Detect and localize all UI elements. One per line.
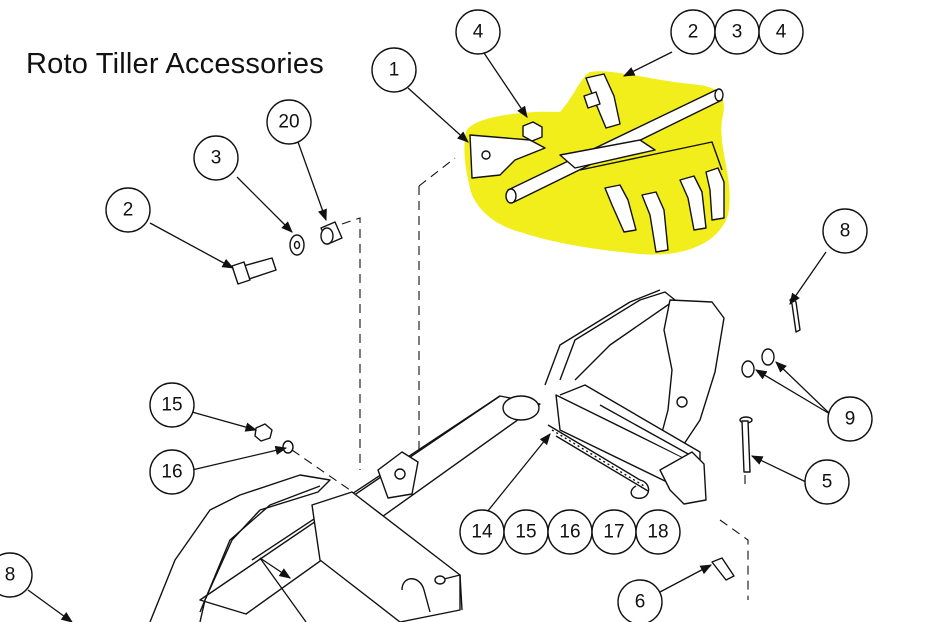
callout-14-label: 14 — [471, 522, 493, 543]
cotter-pin-8-part — [789, 297, 801, 333]
clip-6-part — [711, 557, 735, 581]
callout-16-label: 16 — [161, 462, 182, 483]
callout-15-label: 15 — [515, 522, 536, 543]
callout-18: 18 — [635, 509, 681, 555]
callout-6: 6 — [617, 579, 663, 622]
callout-8-label: 8 — [5, 565, 16, 586]
callout-8: 8 — [822, 208, 868, 254]
callout-8: 8 — [0, 552, 33, 598]
callout-15: 15 — [149, 382, 195, 428]
callout-18-label: 18 — [647, 522, 668, 543]
callout-16: 16 — [149, 449, 195, 495]
callout-3: 3 — [714, 9, 760, 55]
washer-hole — [293, 240, 301, 250]
callout-9: 9 — [827, 396, 873, 442]
callout-17: 17 — [591, 509, 637, 555]
callout-5: 5 — [804, 459, 850, 505]
callout-6-label: 6 — [635, 592, 646, 613]
spacer-part — [320, 221, 343, 245]
callout-1: 1 — [371, 47, 417, 93]
callout-20: 20 — [266, 99, 312, 145]
callout-4-label: 4 — [473, 22, 484, 43]
pin-5-part — [739, 416, 753, 473]
callout-8-label: 8 — [840, 221, 851, 242]
nut-15-part — [254, 423, 273, 442]
callout-15-label: 15 — [161, 395, 182, 416]
callout-3-label: 3 — [211, 148, 222, 169]
callout-4: 4 — [455, 9, 501, 55]
callout-20-label: 20 — [278, 112, 299, 133]
washer-9a-part — [741, 360, 755, 378]
bolt-part — [231, 257, 277, 285]
callout-2-label: 2 — [123, 200, 134, 221]
callout-5-label: 5 — [822, 472, 833, 493]
callout-1-label: 1 — [389, 60, 400, 81]
callout-2: 2 — [105, 187, 151, 233]
callout-15: 15 — [503, 509, 549, 555]
callout-4: 4 — [758, 9, 804, 55]
hitch-bracket-part — [469, 73, 725, 253]
washer-9b-part — [761, 348, 775, 366]
callout-3: 3 — [193, 135, 239, 181]
callout-9-label: 9 — [845, 409, 856, 430]
main-frame-part — [149, 289, 725, 622]
washer-16-part — [282, 440, 294, 454]
spring-part — [547, 424, 650, 499]
callout-17-label: 17 — [603, 522, 624, 543]
diagram-title: Roto Tiller Accessories — [26, 48, 324, 80]
callout-14: 14 — [459, 509, 505, 555]
callout-2: 2 — [670, 9, 716, 55]
callout-2-label: 2 — [688, 22, 699, 43]
callout-16-label: 16 — [559, 522, 580, 543]
callout-4-label: 4 — [776, 22, 787, 43]
callout-3-label: 3 — [732, 22, 743, 43]
callout-16: 16 — [547, 509, 593, 555]
